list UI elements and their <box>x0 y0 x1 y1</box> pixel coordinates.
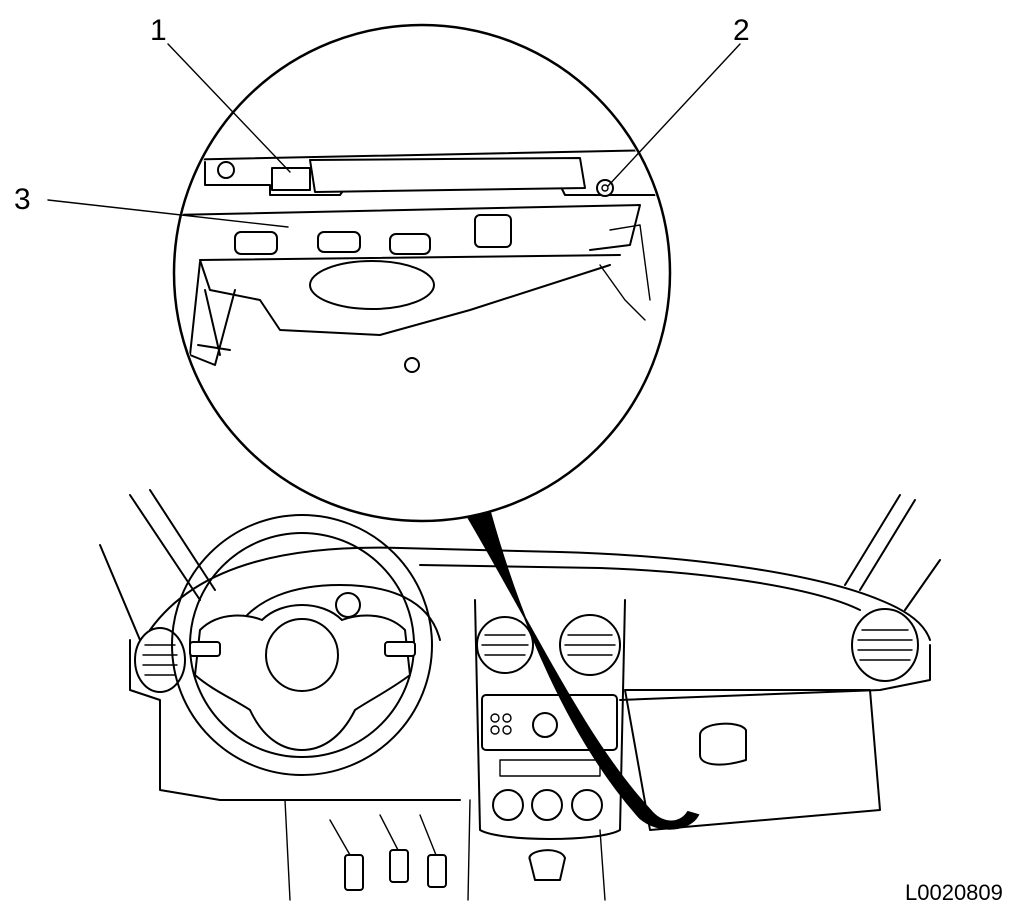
speaker-cover <box>309 260 435 310</box>
lower-fastener <box>404 357 420 373</box>
figure-reference: L0020809 <box>905 880 1003 905</box>
leader-line-2 <box>607 43 741 187</box>
dash-top-edge <box>149 546 931 641</box>
callout-label-1: 1 <box>150 14 167 47</box>
left-a-pillar <box>99 489 216 641</box>
side-bracket <box>189 261 236 366</box>
floor-lines <box>284 799 606 901</box>
panel-opening-4 <box>474 214 512 248</box>
left-fastener <box>217 161 235 179</box>
magnifier-pointer <box>463 511 700 830</box>
dashboard-overview <box>99 489 941 901</box>
callout-label-2: 2 <box>733 14 750 47</box>
lower-trim-panel <box>176 204 641 336</box>
gauge <box>335 592 361 618</box>
steering-wheel <box>171 514 433 776</box>
retaining-clip <box>271 167 311 191</box>
instrument-cluster <box>229 584 441 641</box>
leader-line-3 <box>47 199 289 228</box>
right-a-pillar <box>844 494 941 611</box>
panel-opening-3 <box>389 233 431 255</box>
glovebox-handle <box>699 722 747 766</box>
upper-trim <box>176 149 661 196</box>
leader-line-1 <box>167 43 291 173</box>
centre-console <box>474 599 626 840</box>
detail-view <box>172 23 672 523</box>
pedals <box>329 814 447 891</box>
glovebox <box>624 689 881 831</box>
dash-top-edge-inner <box>419 564 861 611</box>
callout-label-3: 3 <box>14 183 31 216</box>
dash-lower-edge <box>129 639 931 801</box>
panel-opening-2 <box>317 231 361 253</box>
gear-lever <box>528 849 566 881</box>
right-air-vent <box>851 608 919 682</box>
dash-flap <box>309 157 586 193</box>
panel-opening-1 <box>234 231 278 255</box>
